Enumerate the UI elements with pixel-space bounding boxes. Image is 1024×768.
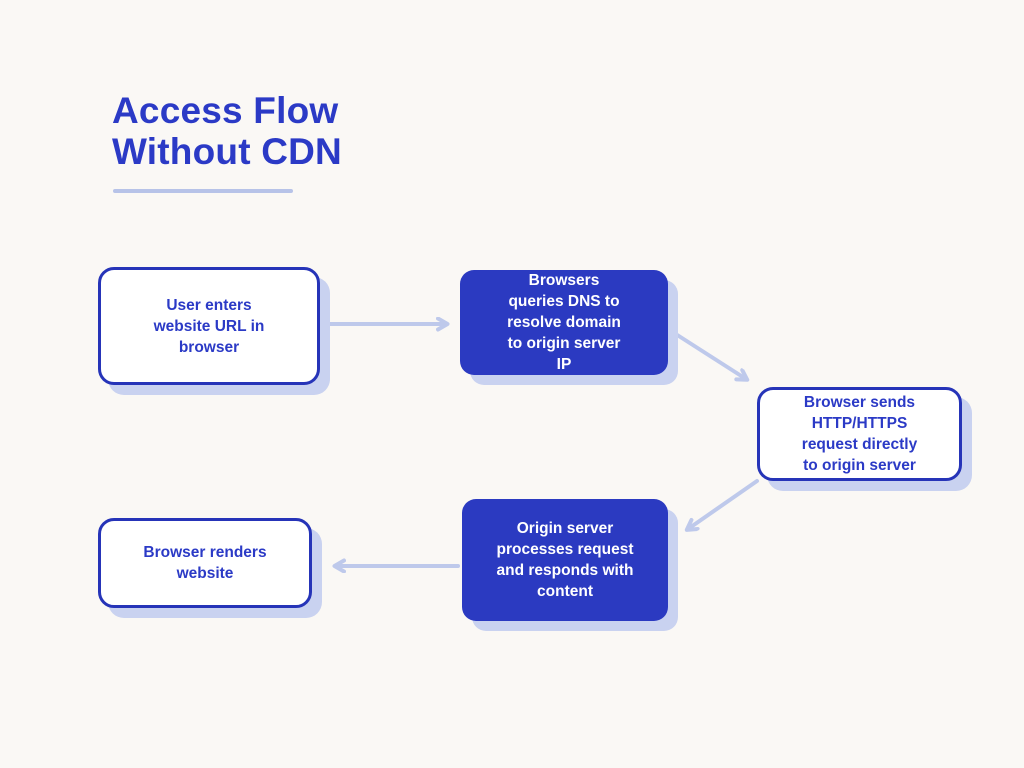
flow-node-dns-query: Browsers queries DNS to resolve domain t…	[460, 270, 668, 375]
title-underline	[113, 189, 293, 193]
page-title-line2: Without CDN	[112, 131, 342, 172]
flow-node-label: Browser renders website	[143, 544, 267, 582]
page-title: Access Flow Without CDN	[112, 90, 342, 172]
flow-node-label: Browsers queries DNS to resolve domain t…	[507, 272, 621, 373]
flow-node-label: Origin server processes request and resp…	[496, 520, 634, 600]
arrow-request-to-origin	[688, 479, 759, 529]
flow-node-origin-processes: Origin server processes request and resp…	[462, 499, 668, 621]
flow-node-label: User enters website URL in browser	[153, 296, 265, 356]
arrow-dns-to-request	[669, 329, 746, 379]
flow-node-label: Browser sends HTTP/HTTPS request directl…	[801, 394, 918, 474]
page-title-line1: Access Flow	[112, 90, 339, 131]
flow-node-http-request: Browser sends HTTP/HTTPS request directl…	[757, 387, 962, 481]
flow-node-browser-renders: Browser renders website	[98, 518, 312, 608]
flow-node-user-enters-url: User enters website URL in browser	[98, 267, 320, 385]
